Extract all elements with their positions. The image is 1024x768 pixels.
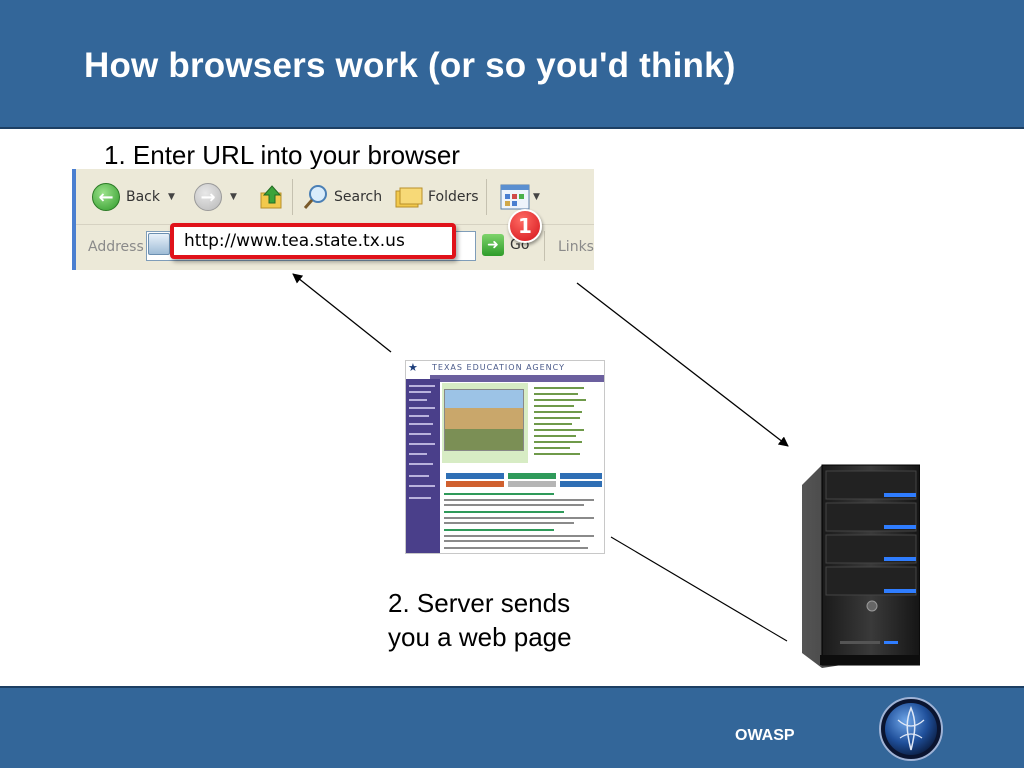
arrow-to-server bbox=[576, 282, 789, 447]
server-tower-image bbox=[802, 464, 920, 668]
views-grid-icon bbox=[500, 184, 530, 210]
address-separator bbox=[544, 231, 545, 261]
go-arrow-icon: ➜ bbox=[482, 234, 504, 256]
toolbar-separator bbox=[486, 179, 487, 215]
up-folder-icon bbox=[260, 185, 282, 209]
browser-button-bar: ← Back ▼ → ▼ Search Fol bbox=[76, 169, 594, 225]
slide-title: How browsers work (or so you'd think) bbox=[84, 46, 736, 85]
arrow-to-browser bbox=[292, 273, 392, 353]
texas-star-logo-icon: ★ bbox=[408, 361, 418, 374]
slide-header: How browsers work (or so you'd think) bbox=[0, 0, 1024, 129]
links-label[interactable]: Links bbox=[558, 239, 594, 255]
server-to-page-line bbox=[610, 536, 788, 642]
address-label: Address bbox=[88, 239, 144, 255]
up-folder-button[interactable] bbox=[258, 183, 286, 211]
step2-line1: 2. Server sends bbox=[388, 588, 571, 618]
toolbar-separator bbox=[292, 179, 293, 215]
forward-button[interactable]: → ▼ bbox=[194, 183, 237, 211]
web-page-header: ★ TEXAS EDUCATION AGENCY bbox=[406, 361, 604, 377]
url-highlight-box[interactable]: http://www.tea.state.tx.us bbox=[170, 223, 456, 259]
search-icon bbox=[303, 185, 327, 209]
search-label: Search bbox=[334, 189, 383, 205]
search-button[interactable]: Search bbox=[302, 183, 382, 211]
web-page-thumbnail: ★ TEXAS EDUCATION AGENCY bbox=[405, 360, 605, 554]
browser-toolbar-screenshot: ← Back ▼ → ▼ Search Fol bbox=[72, 169, 594, 270]
page-icon bbox=[148, 233, 170, 255]
step2-line2: you a web page bbox=[388, 622, 572, 652]
url-text: http://www.tea.state.tx.us bbox=[184, 231, 405, 251]
views-button[interactable]: ▼ bbox=[500, 184, 540, 210]
dropdown-arrow-icon: ▼ bbox=[168, 192, 175, 202]
step-callout-badge: 1 bbox=[508, 209, 542, 243]
dropdown-arrow-icon: ▼ bbox=[533, 192, 540, 202]
owasp-label: OWASP bbox=[735, 727, 795, 744]
web-page-photo bbox=[444, 389, 524, 451]
slide-footer: OWASP bbox=[0, 686, 1024, 768]
back-arrow-icon: ← bbox=[92, 183, 120, 211]
folders-label: Folders bbox=[428, 189, 479, 205]
back-button[interactable]: ← Back ▼ bbox=[92, 183, 175, 211]
owasp-logo-icon bbox=[879, 697, 943, 761]
step2-caption: 2. Server sends you a web page bbox=[388, 586, 628, 654]
web-page-nav-bar bbox=[430, 375, 604, 382]
web-page-sidebar bbox=[406, 379, 440, 553]
back-label: Back bbox=[126, 189, 160, 205]
folders-icon bbox=[395, 187, 423, 208]
dropdown-arrow-icon: ▼ bbox=[230, 192, 237, 202]
step1-caption: 1. Enter URL into your browser bbox=[104, 140, 460, 170]
forward-arrow-icon: → bbox=[194, 183, 222, 211]
folders-button[interactable]: Folders bbox=[394, 183, 479, 211]
web-page-header-text: TEXAS EDUCATION AGENCY bbox=[432, 363, 565, 372]
